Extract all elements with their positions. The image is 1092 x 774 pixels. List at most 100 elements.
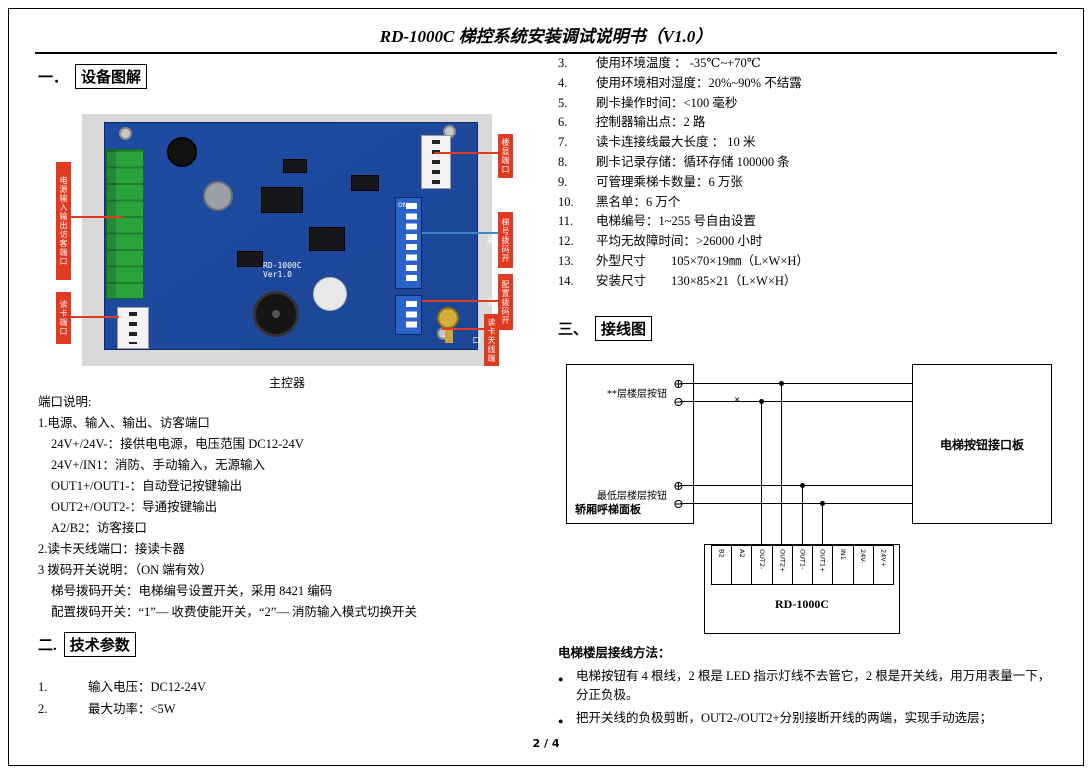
- dip-on-label: ON: [398, 202, 408, 209]
- section-title: 设备图解: [75, 64, 148, 89]
- port-note-line: 梯号拨码开关：电梯编号设置开关，采用 8421 编码: [51, 584, 333, 598]
- item-text: 刷卡记录存储：循环存储 100000 条: [596, 154, 790, 169]
- port-note-line: 24V+/IN1：消防、手动输入，无源输入: [51, 458, 265, 472]
- wire: [761, 401, 762, 544]
- terminal-label: B2: [717, 549, 726, 558]
- item-text: 平均无故障时间：>26000 小时: [596, 234, 763, 249]
- callout-line: [71, 316, 119, 318]
- ic-chip: [351, 175, 379, 191]
- silkscreen-label: RD-1000C Ver1.0: [263, 261, 302, 279]
- title-divider: [35, 52, 1057, 54]
- item-text: 电梯编号：1~255 号自由设置: [596, 214, 756, 229]
- tech-param-item: 7.读卡连接线最大长度 ： 10 米: [558, 133, 1060, 153]
- plus-terminal-icon: ⊕: [673, 478, 684, 493]
- plus-terminal-icon: ⊕: [673, 376, 684, 391]
- terminal-cell: B2: [711, 545, 733, 585]
- section-heading-wiring: 三、 接线图: [558, 316, 653, 341]
- pcb-photo: ON RD-1000C Ver1.0 电源输入输出访客端口 读卡端口 楼显端口 …: [56, 114, 513, 366]
- wire: [781, 383, 782, 544]
- reader-connector: [117, 307, 149, 349]
- junction-dot: [800, 483, 805, 488]
- port-note-line: 3 拨码开关说明：（ON 端有效）: [38, 563, 213, 577]
- tech-param-item: 6.控制器输出点：2 路: [558, 113, 1060, 133]
- panel-caption: 轿厢呼梯面板: [575, 504, 641, 516]
- item-text: 输入电压：DC12-24V: [88, 680, 207, 694]
- callout-line: [442, 328, 484, 330]
- terminal-label: 24V-: [859, 549, 868, 564]
- item-text: 最大功率：<5W: [88, 702, 176, 716]
- junction-dot: [759, 399, 764, 404]
- item-number: 6.: [558, 115, 568, 130]
- item-number: 7.: [558, 135, 568, 150]
- item-text: 安装尺寸 130×85×21（L×W×H）: [596, 273, 797, 288]
- controller-label: RD-1000C: [775, 597, 829, 611]
- callout-config-dip: 配置拨码开关: [486, 274, 513, 330]
- pcb-board: ON RD-1000C Ver1.0: [104, 122, 478, 350]
- tech-param-item: 3.使用环境温度 ： -35℃~+70℃: [558, 54, 1060, 74]
- wire: [680, 485, 912, 486]
- display-connector: [421, 135, 451, 189]
- minus-terminal-icon: ⊖: [673, 394, 684, 409]
- ic-chip: [283, 159, 307, 173]
- terminal-label: 24V+: [879, 549, 888, 568]
- section-number: 三、: [558, 322, 589, 338]
- callout-line: [422, 300, 498, 302]
- callout-line: [71, 216, 123, 218]
- ic-chip: [237, 251, 263, 267]
- section-heading-tech: 二. 技术参数: [38, 632, 136, 657]
- section-title: 技术参数: [63, 632, 136, 657]
- photo-caption: 主控器: [268, 376, 305, 390]
- item-text: 刷卡操作时间：<100 毫秒: [596, 95, 738, 110]
- callout-reader-port: 读卡端口: [56, 292, 71, 344]
- wiring-diagram: **层楼层按钮 最低层楼层按钮 ⊕ ⊖ ⊕ ⊖ 轿厢呼梯面板 电梯按钮接口板 B…: [556, 356, 1060, 642]
- item-number: 5.: [558, 95, 568, 110]
- port-notes-title: 端口说明:: [38, 395, 92, 409]
- item-number: 1.: [38, 680, 48, 694]
- bullet-text: 电梯按钮有 4 根线，2 根是 LED 指示灯线不去管它，2 根是开关线，用万用…: [576, 669, 1051, 702]
- round-component: [313, 277, 347, 311]
- bullet-icon: ●: [558, 716, 564, 726]
- terminal-label: OUT2+: [778, 549, 787, 573]
- wiring-method-title: 电梯楼层接线方法：: [558, 646, 671, 660]
- cabin-call-panel-box: **层楼层按钮 最低层楼层按钮 ⊕ ⊖ ⊕ ⊖ 轿厢呼梯面板: [566, 364, 694, 524]
- silkscreen-model: RD-1000C: [263, 261, 302, 270]
- wire: [822, 503, 823, 544]
- tech-param-item: 4.使用环境相对湿度：20%~90% 不结露: [558, 74, 1060, 94]
- item-number: 9.: [558, 174, 568, 189]
- item-text: 外型尺寸 105×70×19㎜（L×W×H）: [596, 253, 809, 268]
- callout-power-io-port: 电源输入输出访客端口: [56, 162, 71, 280]
- terminal-cell: IN1: [832, 545, 854, 585]
- section-number: 二.: [38, 638, 57, 654]
- item-number: 8.: [558, 154, 568, 169]
- tech-param-item: 1. 输入电压：DC12-24V: [38, 676, 206, 698]
- callout-elevator-number-dip: 梯号拨码开关: [486, 212, 513, 268]
- method-bullet: ●把开关线的负极剪断，OUT2-/OUT2+分别接断开线的两端，实现手动选层；: [558, 709, 1060, 731]
- terminal-cell: A2: [731, 545, 753, 585]
- callout-line: [434, 152, 498, 154]
- minus-terminal-icon: ⊖: [673, 496, 684, 511]
- screw-icon: [119, 127, 132, 140]
- tech-param-item: 5. 刷卡操作时间：<100 毫秒: [558, 94, 1060, 114]
- item-number: 13.: [558, 253, 574, 268]
- antenna-connector: [437, 307, 459, 343]
- section-title: 接线图: [595, 316, 653, 341]
- item-number: 4.: [558, 75, 568, 90]
- silkscreen-version: Ver1.0: [263, 270, 292, 279]
- callout-antenna-port: 读卡天线端口: [472, 314, 499, 366]
- port-note-line: 24V+/24V-：接供电电源，电压范围 DC12-24V: [51, 437, 304, 451]
- port-note-line: A2/B2：访客接口: [51, 521, 147, 535]
- tech-param-item: 2.最大功率：<5W: [38, 698, 206, 720]
- item-text: 可管理乘梯卡数量：6 万张: [596, 174, 743, 189]
- port-note-line: 配置拨码开关：“1”— 收费使能开关，“2”— 消防输入模式切换开关: [51, 605, 417, 619]
- tech-param-item: 10.黑名单：6 万个: [558, 193, 1060, 213]
- terminal-cell: 24V-: [852, 545, 874, 585]
- item-number: 11.: [558, 214, 574, 229]
- terminal-label: OUT1+: [818, 549, 827, 573]
- buzzer: [253, 291, 299, 337]
- wire: [680, 383, 912, 384]
- tech-param-item: 11. 电梯编号：1~255 号自由设置: [558, 212, 1060, 232]
- floor-button-label: **层楼层按钮: [607, 389, 667, 400]
